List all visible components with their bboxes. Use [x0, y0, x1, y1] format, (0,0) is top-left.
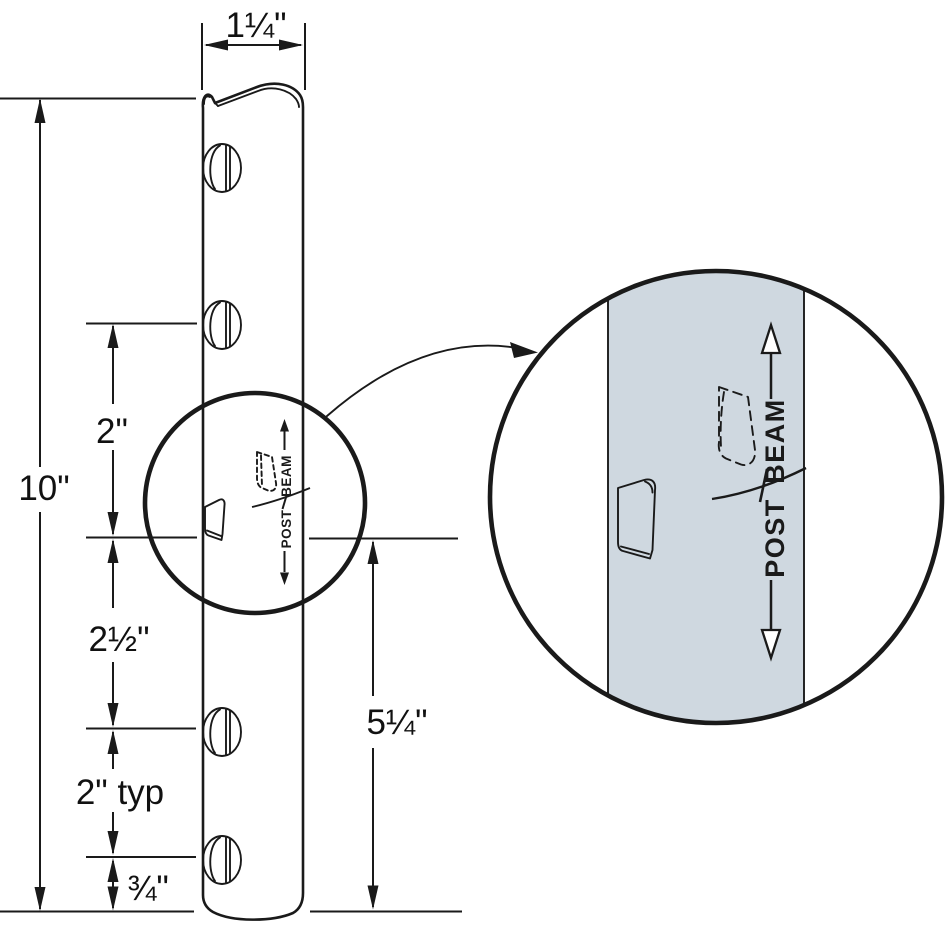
beam-arrow-up-icon — [760, 321, 782, 355]
lance-tab-magnified-corner — [644, 480, 654, 494]
dimension-span-right: 5¼" — [309, 537, 458, 910]
arrow-down-icon — [367, 885, 379, 910]
screw-hole — [202, 835, 242, 885]
strap-stamp-detail: BEAM POST — [204, 419, 311, 585]
dimension-gap-typ: 2" typ — [76, 730, 196, 858]
arrow-up-icon — [34, 98, 46, 123]
stamp-post-large: POST — [760, 498, 790, 578]
screw-hole — [202, 707, 242, 757]
arrow-down-icon — [107, 703, 119, 727]
strap-top-rim — [217, 87, 300, 108]
screw-hole — [202, 300, 242, 350]
dim-label-overall: 10" — [18, 469, 69, 508]
lance-tab-hidden — [256, 451, 278, 492]
lance-tab-hidden-magnified-inner — [719, 391, 725, 448]
dim-label-width: 1¼" — [225, 6, 286, 45]
dim-label-gap-top: 2" — [96, 412, 128, 451]
arrow-up-icon — [107, 324, 119, 348]
stamp-divider-slash-small — [281, 493, 288, 510]
lance-tab-inner-line — [206, 529, 222, 537]
stamp-beam-small: BEAM — [279, 455, 294, 497]
strap-top-curl — [203, 95, 219, 107]
screw-hole — [202, 143, 242, 193]
dimension-annotations: 1¼" 10" 2" — [0, 6, 462, 913]
lance-tab — [204, 498, 226, 541]
dim-label-span-right: 5¼" — [366, 703, 427, 742]
lance-tab-hidden-inner — [260, 454, 263, 487]
arrow-down-icon — [34, 887, 46, 911]
post-arrow-down-icon — [760, 628, 782, 662]
dim-label-gap-typ: 2" typ — [76, 773, 164, 812]
lance-tab-hidden-magnified — [717, 386, 756, 466]
stamp-divider-slash-large — [758, 468, 769, 503]
arrow-up-icon — [107, 730, 119, 754]
detail-callout-circle — [142, 390, 368, 616]
stamp-divider-curve-small — [251, 487, 311, 508]
stamp-beam-large: BEAM — [760, 398, 790, 484]
dimension-overall-height: 10" — [0, 97, 462, 913]
post-arrow-down-icon — [280, 572, 289, 585]
arrow-left-icon — [204, 39, 228, 51]
arrow-up-icon — [367, 540, 379, 564]
dim-label-gap-mid: 2½" — [88, 620, 149, 659]
leader-arrowhead-icon — [510, 342, 538, 358]
dimension-width: 1¼" — [201, 6, 306, 90]
detail-view-ring — [487, 268, 945, 726]
lance-tab-magnified — [617, 478, 657, 560]
arrow-down-icon — [107, 886, 119, 911]
stamp-divider-curve-large — [711, 466, 807, 501]
dimension-gap-mid: 2½" — [86, 539, 196, 730]
dimension-gap-top: 2" — [86, 322, 197, 539]
beam-arrow-up-icon — [280, 419, 289, 432]
dim-label-gap-bottom: ¾" — [127, 869, 169, 908]
strap-body — [201, 82, 305, 921]
arrow-down-icon — [107, 831, 119, 855]
strap: BEAM POST — [201, 82, 311, 921]
arrow-right-icon — [279, 39, 303, 51]
leader-arrow — [326, 342, 538, 417]
arrow-down-icon — [107, 512, 119, 536]
lance-tab-magnified-inner — [620, 545, 650, 555]
detail-view-large: BEAM POST — [487, 268, 945, 726]
arrow-up-icon — [107, 539, 119, 563]
arrow-up-icon — [107, 858, 119, 882]
dimension-gap-bottom: ¾" — [107, 858, 169, 911]
stamp-post-small: POST — [279, 509, 294, 548]
